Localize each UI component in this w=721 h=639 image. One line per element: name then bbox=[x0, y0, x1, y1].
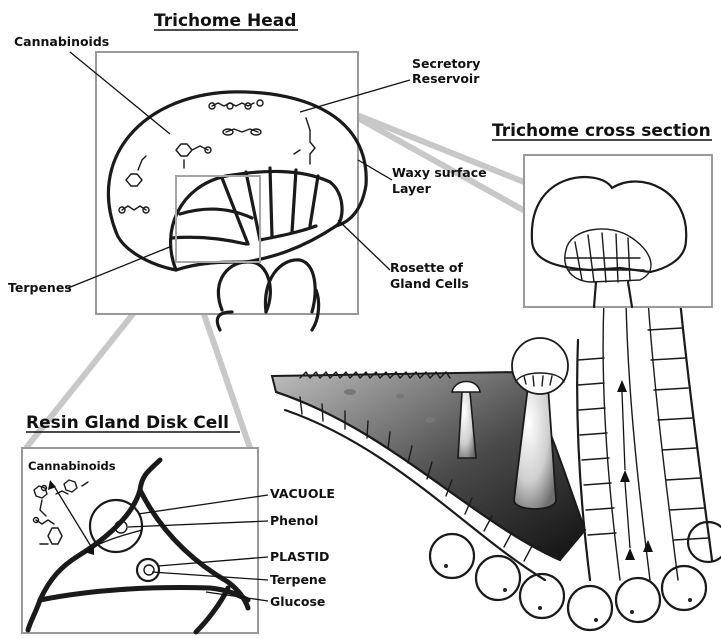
label-disk-cannabinoids: Cannabinoids bbox=[28, 459, 116, 473]
cross-section-panel bbox=[524, 155, 712, 307]
title-resin-gland-disk-cell: Resin Gland Disk Cell bbox=[26, 413, 229, 433]
label-gland-cells: Gland Cells bbox=[390, 276, 469, 291]
label-terpene: Terpene bbox=[270, 572, 326, 587]
label-cannabinoids: Cannabinoids bbox=[14, 34, 109, 49]
label-rosette-of: Rosette of bbox=[390, 260, 463, 275]
label-reservoir: Reservoir bbox=[412, 71, 480, 86]
label-vacuole: VACUOLE bbox=[270, 486, 335, 501]
title-trichome-head: Trichome Head bbox=[154, 11, 296, 31]
label-layer: Layer bbox=[392, 181, 432, 196]
label-phenol: Phenol bbox=[270, 513, 318, 528]
label-secretory: Secretory bbox=[412, 56, 480, 71]
label-glucose: Glucose bbox=[270, 594, 325, 609]
trichome-head-panel bbox=[96, 52, 366, 330]
label-terpenes: Terpenes bbox=[8, 280, 72, 295]
disk-cell-panel bbox=[22, 448, 258, 633]
title-trichome-cross-section: Trichome cross section bbox=[492, 121, 711, 141]
label-plastid: PLASTID bbox=[270, 549, 329, 564]
label-waxy-surface: Waxy surface bbox=[392, 165, 487, 180]
leaf-section-illustration bbox=[272, 300, 721, 630]
